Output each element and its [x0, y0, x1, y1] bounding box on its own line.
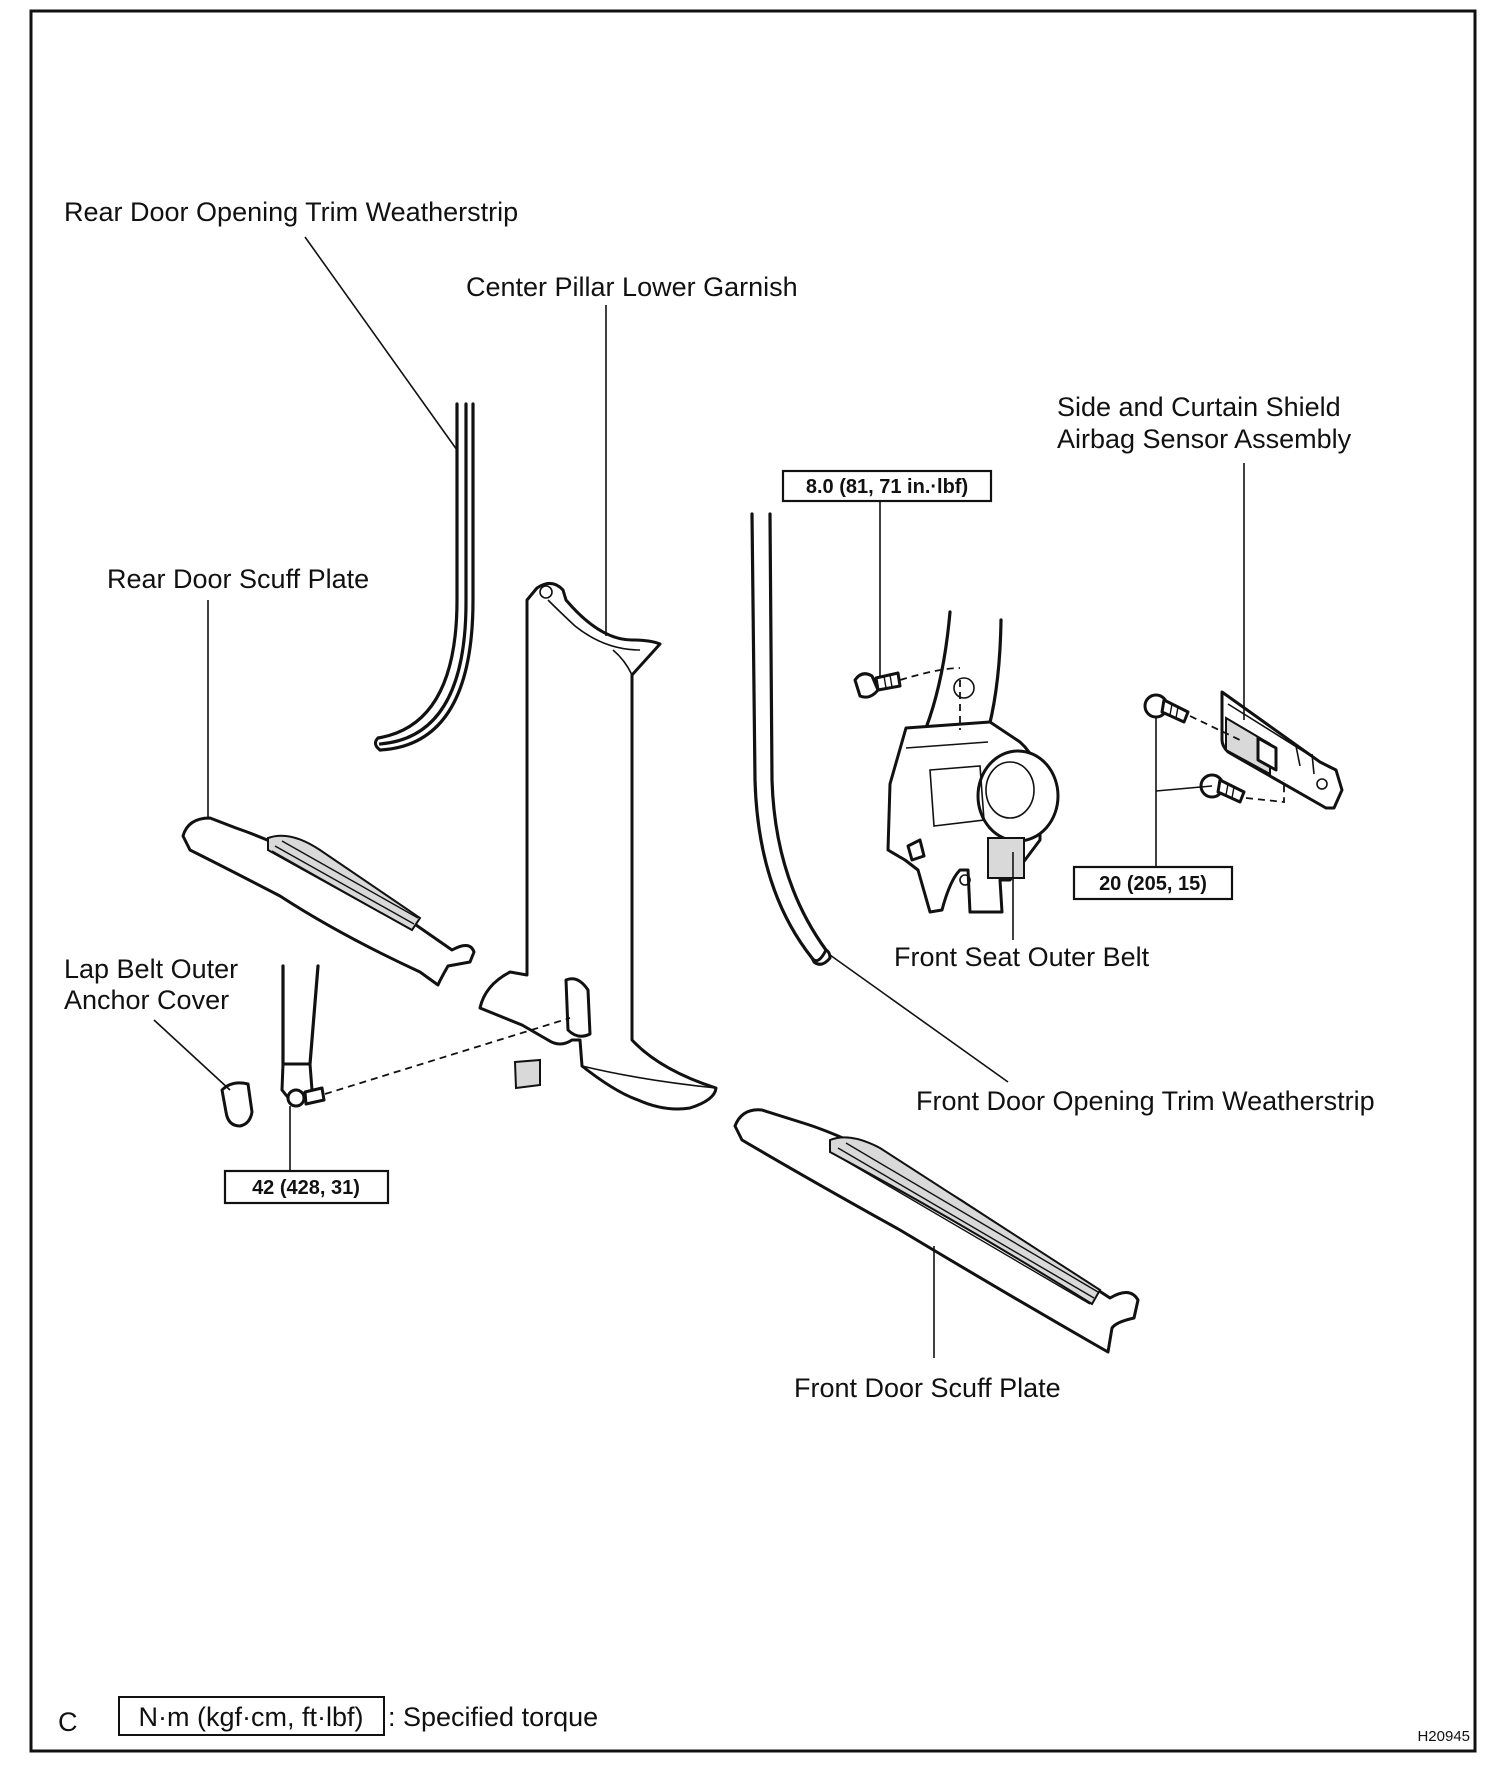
leader-lines	[153, 236, 1245, 1358]
legend-box-text: N·m (kgf·cm, ft·lbf)	[139, 1702, 364, 1732]
label-rear-door-opening-trim-weatherstrip: Rear Door Opening Trim Weatherstrip	[64, 197, 518, 227]
lap-belt-anchor-part	[280, 964, 326, 1108]
label-side-curtain-sensor-line2: Airbag Sensor Assembly	[1057, 424, 1352, 454]
rear-door-scuff-plate-part	[181, 816, 476, 987]
front-door-opening-trim-weatherstrip-part	[750, 512, 832, 966]
rear-door-opening-trim-weatherstrip-part	[373, 402, 475, 752]
torque-lap-anchor-bolt: 42 (428, 31)	[252, 1177, 360, 1199]
figure-code: H20945	[1417, 1728, 1470, 1745]
sensor-bolt-lower-part	[1199, 773, 1246, 804]
label-center-pillar-lower-garnish: Center Pillar Lower Garnish	[466, 272, 798, 302]
side-curtain-airbag-sensor-assembly-part	[1220, 690, 1344, 810]
sensor-bolt-upper-part	[1143, 693, 1190, 724]
legend-torque-box	[118, 1696, 385, 1736]
label-lap-belt-cover-line1: Lap Belt Outer	[64, 954, 238, 984]
label-lap-belt-cover-line2: Anchor Cover	[64, 985, 229, 1015]
front-seat-outer-belt-part	[886, 610, 1060, 914]
label-front-door-opening-trim-weatherstrip: Front Door Opening Trim Weatherstrip	[916, 1086, 1375, 1116]
corner-mark: C	[58, 1707, 78, 1737]
legend-description: : Specified torque	[388, 1702, 598, 1732]
label-front-door-scuff-plate: Front Door Scuff Plate	[794, 1373, 1061, 1403]
center-pillar-lower-garnish-part	[478, 582, 718, 1111]
figure-frame	[29, 9, 1477, 1753]
torque-belt-upper-bolt: 8.0 (81, 71 in.·lbf)	[806, 476, 968, 498]
torque-sensor-bolts: 20 (205, 15)	[1099, 873, 1207, 895]
lap-belt-outer-anchor-cover-part	[220, 1081, 254, 1128]
belt-upper-bolt-part	[853, 671, 902, 699]
front-door-scuff-plate-part	[733, 1108, 1140, 1354]
torque-box-sensor	[1072, 865, 1234, 901]
torque-box-lap-anchor	[223, 1169, 390, 1205]
label-rear-door-scuff-plate: Rear Door Scuff Plate	[107, 564, 369, 594]
label-side-curtain-sensor-line1: Side and Curtain Shield	[1057, 392, 1341, 422]
label-front-seat-outer-belt: Front Seat Outer Belt	[894, 942, 1150, 972]
torque-box-belt-upper	[781, 469, 993, 503]
